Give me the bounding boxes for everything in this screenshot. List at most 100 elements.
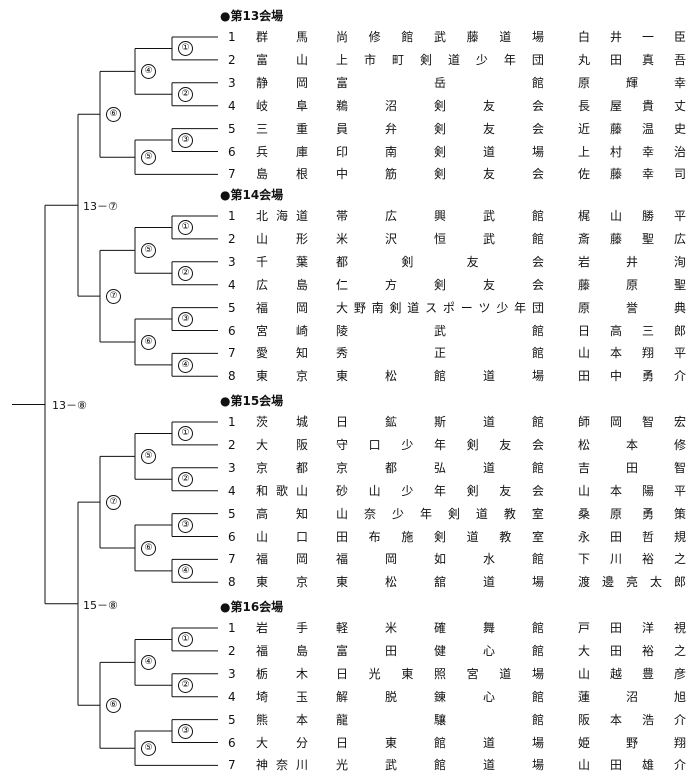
entry-num: 6 <box>228 529 236 544</box>
entry-pref: 富山 <box>256 52 308 67</box>
entry-num: 2 <box>228 437 236 452</box>
entry-name: 田中勇介 <box>578 369 686 384</box>
match-number-badge: ④ <box>141 64 156 80</box>
entry-pref: 宮崎 <box>256 323 308 338</box>
bracket-label-13-7: 13－⑦ <box>81 198 120 215</box>
entry-team: 員弁剣友会 <box>336 121 544 136</box>
entry-team: 福岡如水館 <box>336 552 544 567</box>
entry-num: 6 <box>228 735 236 750</box>
entry-name: 藤原聖 <box>578 277 686 292</box>
entry-pref: 神奈川 <box>256 758 308 773</box>
entry-name: 山本陽平 <box>578 483 686 498</box>
entry-num: 5 <box>228 712 236 727</box>
bracket-label-15-8: 15－⑧ <box>81 596 120 613</box>
entry-name: 山越豊彦 <box>578 666 686 681</box>
entry-name: 山田雄介 <box>578 758 686 773</box>
match-number-badge: ⑥ <box>141 540 156 556</box>
entry-pref: 北海道 <box>256 209 308 223</box>
entry-name: 長屋貴丈 <box>578 98 686 113</box>
entry-num: 1 <box>228 30 236 44</box>
entry-name: 日高三郎 <box>578 323 686 338</box>
entry-pref: 京都 <box>256 460 308 475</box>
match-number-badge: ② <box>178 678 193 694</box>
entry-team: 龍驤館 <box>336 712 544 727</box>
match-number-badge: ④ <box>178 357 193 373</box>
match-number-badge: ③ <box>178 518 193 534</box>
entry-num: 4 <box>228 277 236 292</box>
entry-num: 7 <box>228 758 236 773</box>
entry-name: 松本修 <box>578 437 686 452</box>
entry-pref: 福岡 <box>256 300 308 315</box>
entry-num: 5 <box>228 506 236 521</box>
entry-team: 米沢恒武館 <box>336 231 544 246</box>
entry-pref: 和歌山 <box>256 483 308 498</box>
match-number-badge: ② <box>178 266 193 282</box>
entry-pref: 広島 <box>256 277 308 292</box>
entry-name: 師岡智宏 <box>578 415 686 429</box>
entry-pref: 福岡 <box>256 552 308 567</box>
entry-num: 3 <box>228 75 236 90</box>
entry-team: 光武館道場 <box>336 758 544 773</box>
entry-name: 原誉典 <box>578 300 686 315</box>
entry-num: 3 <box>228 460 236 475</box>
entry-num: 7 <box>228 552 236 567</box>
entry-team: 尚修館武藤道場 <box>336 30 544 44</box>
match-number-badge: ① <box>178 220 193 236</box>
entry-team: 陵武館 <box>336 323 544 338</box>
entry-num: 1 <box>228 209 236 223</box>
entry-team: 東松館道場 <box>336 369 544 384</box>
entry-num: 7 <box>228 167 236 182</box>
entry-pref: 大阪 <box>256 437 308 452</box>
entry-name: 岩井洵 <box>578 254 686 269</box>
entry-pref: 千葉 <box>256 254 308 269</box>
entry-num: 2 <box>228 52 236 67</box>
match-number-badge: ③ <box>178 724 193 740</box>
entry-name: 永田哲規 <box>578 529 686 544</box>
entry-name: 阪本浩介 <box>578 712 686 727</box>
match-number-badge: ⑦ <box>106 495 121 511</box>
entry-num: 7 <box>228 346 236 361</box>
match-number-badge: ① <box>178 41 193 57</box>
match-number-badge: ⑤ <box>141 243 156 259</box>
match-number-badge: ⑤ <box>141 449 156 465</box>
entry-name: 姫野翔 <box>578 735 686 750</box>
entry-pref: 兵庫 <box>256 144 308 159</box>
entry-team: 砂山少年剣友会 <box>336 483 544 498</box>
entry-team: 秀正館 <box>336 346 544 361</box>
entry-team: 中筋剣友会 <box>336 167 544 182</box>
entry-team: 印南剣道場 <box>336 144 544 159</box>
match-number-badge: ① <box>178 426 193 442</box>
match-number-badge: ⑥ <box>141 334 156 350</box>
entry-num: 5 <box>228 121 236 136</box>
entry-pref: 岩手 <box>256 621 308 635</box>
entry-num: 3 <box>228 254 236 269</box>
entry-team: 日光東照宮道場 <box>336 666 544 681</box>
entry-pref: 三重 <box>256 121 308 136</box>
match-number-badge: ③ <box>178 133 193 149</box>
entry-pref: 栃木 <box>256 666 308 681</box>
match-number-badge: ⑥ <box>106 107 121 123</box>
entry-name: 梶山勝平 <box>578 209 686 223</box>
entry-pref: 山口 <box>256 529 308 544</box>
entry-pref: 福島 <box>256 643 308 658</box>
entry-team: 軽米確舞館 <box>336 621 544 635</box>
venue-header: ●第15会場 <box>220 394 284 408</box>
entry-name: 上村幸治 <box>578 144 686 159</box>
entry-team: 京都弘道館 <box>336 460 544 475</box>
venue-header: ●第16会場 <box>220 600 284 614</box>
entry-name: 近藤温史 <box>578 121 686 136</box>
entry-name: 斎藤聖広 <box>578 231 686 246</box>
entry-team: 富岳館 <box>336 75 544 90</box>
entry-name: 白井一臣 <box>578 30 686 44</box>
entry-num: 2 <box>228 231 236 246</box>
entry-pref: 東京 <box>256 575 308 590</box>
match-number-badge: ③ <box>178 312 193 328</box>
entry-name: 下川裕之 <box>578 552 686 567</box>
entry-team: 富田健心館 <box>336 643 544 658</box>
entry-name: 戸田洋視 <box>578 621 686 635</box>
entry-name: 蓮沼旭 <box>578 689 686 704</box>
entry-pref: 群馬 <box>256 30 308 44</box>
match-number-badge: ② <box>178 472 193 488</box>
entry-team: 守口少年剣友会 <box>336 437 544 452</box>
